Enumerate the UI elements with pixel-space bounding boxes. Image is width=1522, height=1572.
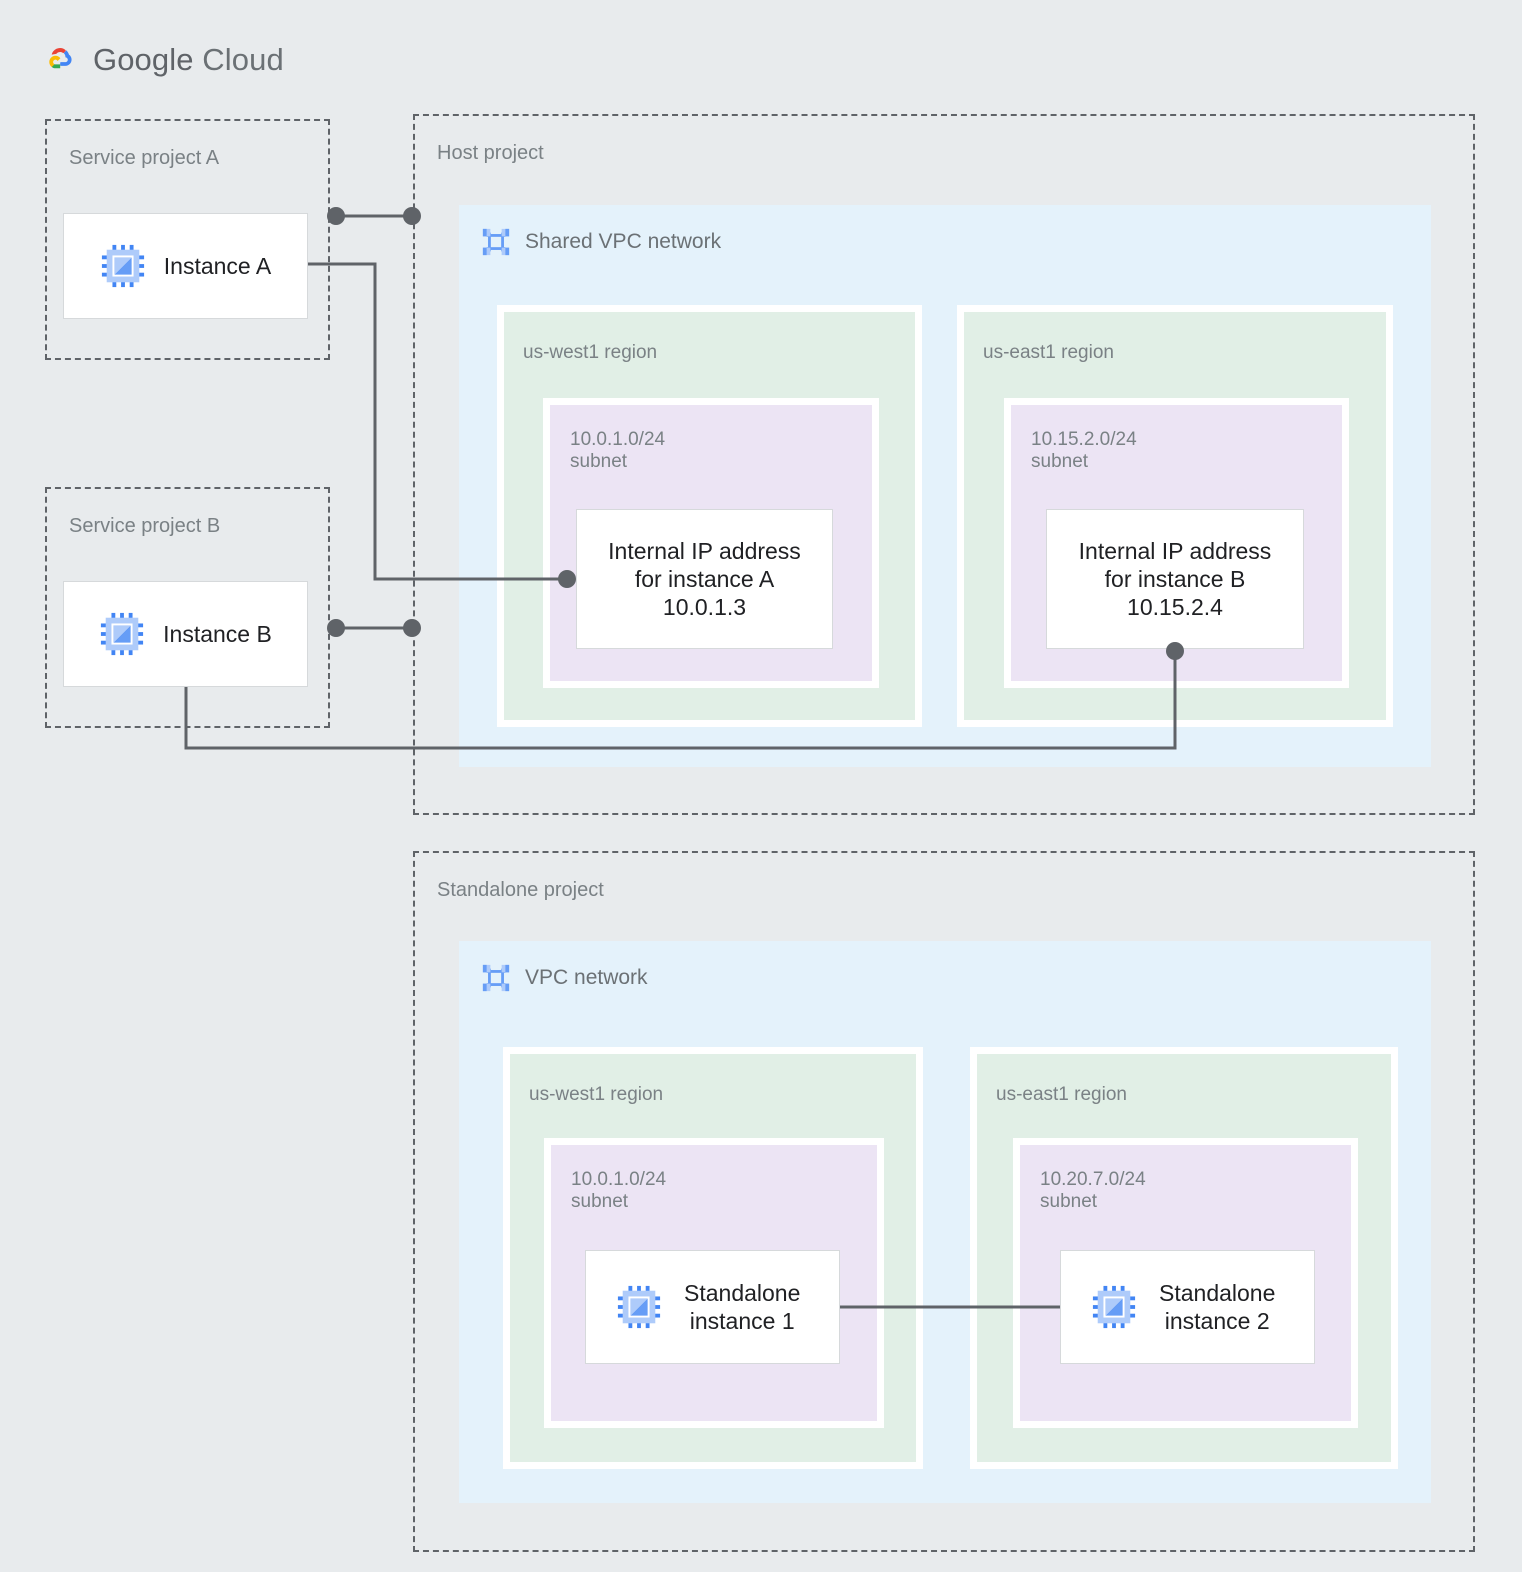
brand-name-google: Google bbox=[93, 42, 194, 77]
region-standalone-us-east1-label: us-east1 region bbox=[996, 1084, 1127, 1105]
vpc-network-icon bbox=[482, 228, 510, 256]
subnet-standalone-us-east1-label: 10.20.7.0/24 subnet bbox=[1040, 1169, 1146, 1213]
node-standalone-instance-2-label: Standalone instance 2 bbox=[1159, 1279, 1276, 1334]
shared-vpc-network-title: Shared VPC network bbox=[525, 230, 722, 253]
brand-name: Google Cloud bbox=[93, 42, 284, 78]
vpc-network-title: VPC network bbox=[525, 966, 648, 989]
project-standalone[interactable]: Standalone project bbox=[413, 851, 1475, 1552]
vpc-network-header: VPC network bbox=[481, 963, 648, 993]
compute-instance-chip-icon bbox=[101, 612, 144, 656]
node-instance-a-label: Instance A bbox=[163, 252, 272, 279]
subnet-host-us-west1-label: 10.0.1.0/24 subnet bbox=[570, 429, 666, 473]
node-internal-ip-instance-b[interactable]: Internal IP address for instance B 10.15… bbox=[1046, 509, 1304, 649]
project-service-a[interactable]: Service project A bbox=[45, 119, 330, 360]
project-service-a-label: Service project A bbox=[69, 147, 220, 169]
vpc-network-icon bbox=[482, 964, 510, 992]
project-host-label: Host project bbox=[437, 142, 544, 164]
shared-vpc-network-header: Shared VPC network bbox=[481, 227, 721, 257]
node-standalone-instance-2[interactable]: Standalone instance 2 bbox=[1060, 1250, 1315, 1364]
compute-instance-chip-icon bbox=[1092, 1285, 1136, 1329]
node-standalone-instance-1[interactable]: Standalone instance 1 bbox=[585, 1250, 840, 1364]
node-internal-ip-instance-b-label: Internal IP address for instance B 10.15… bbox=[1078, 537, 1272, 621]
compute-instance-chip-icon bbox=[617, 1285, 661, 1329]
region-host-us-west1-label: us-west1 region bbox=[523, 342, 658, 363]
brand-name-cloud: Cloud bbox=[202, 42, 284, 77]
project-service-b-label: Service project B bbox=[69, 515, 221, 537]
node-internal-ip-instance-a-label: Internal IP address for instance A 10.0.… bbox=[608, 537, 801, 621]
node-internal-ip-instance-a[interactable]: Internal IP address for instance A 10.0.… bbox=[576, 509, 833, 649]
region-standalone-us-west1-label: us-west1 region bbox=[529, 1084, 664, 1105]
connector-instance-b-to-host-project bbox=[327, 619, 421, 637]
node-instance-a[interactable]: Instance A bbox=[63, 213, 308, 319]
region-host-us-east1-label: us-east1 region bbox=[983, 342, 1114, 363]
project-standalone-label: Standalone project bbox=[437, 879, 604, 901]
node-instance-b-label: Instance B bbox=[163, 620, 272, 647]
google-cloud-logo: Google Cloud bbox=[36, 38, 284, 82]
subnet-standalone-us-west1-label: 10.0.1.0/24 subnet bbox=[571, 1169, 667, 1213]
node-instance-b[interactable]: Instance B bbox=[63, 581, 308, 687]
compute-instance-chip-icon bbox=[101, 244, 144, 288]
node-standalone-instance-1-label: Standalone instance 1 bbox=[684, 1279, 801, 1334]
google-cloud-logo-icon bbox=[49, 48, 72, 69]
subnet-host-us-east1-label: 10.15.2.0/24 subnet bbox=[1031, 429, 1137, 473]
connector-instance-a-to-host-project bbox=[327, 207, 421, 225]
